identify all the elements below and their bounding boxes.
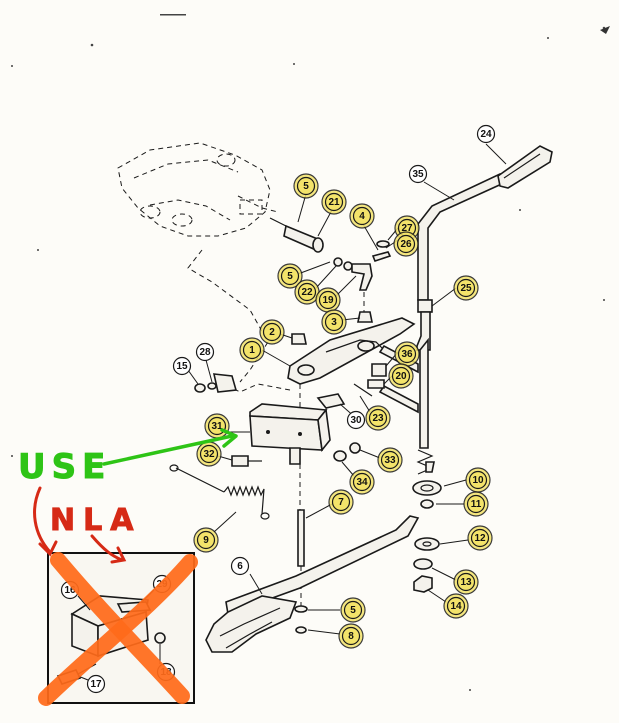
callout-number: 35 [412,169,424,180]
callout-3: 3 [321,309,347,335]
callout-number: 1 [249,345,255,356]
callout-number: 5 [350,605,356,616]
callout-number: 34 [356,477,368,488]
callout-7: 7 [328,489,354,515]
scan-specks [11,14,606,691]
callout-number: 7 [338,497,344,508]
callout-34: 34 [349,469,375,495]
nla-text: NLA [50,503,141,538]
callout-25: 25 [453,275,479,301]
callout-31: 31 [204,413,230,439]
nla-annotation: NLA [33,486,141,564]
callout-32: 32 [196,441,222,467]
callout-number: 30 [350,415,362,426]
callout-number: 28 [199,347,211,358]
callout-number: 25 [460,283,472,294]
callout-21: 21 [321,189,347,215]
callout-number: 16 [64,585,76,596]
red-arrow-right [90,534,124,562]
callout-number: 13 [460,577,472,588]
callout-23: 23 [365,405,391,431]
callout-number: 15 [176,361,188,372]
callout-number: 21 [328,197,340,208]
callout-30: 30 [346,410,366,430]
callout-number: 23 [372,413,384,424]
quadrant-plate [231,311,416,420]
callout-2: 2 [259,319,285,345]
use-annotation: USE [18,428,238,488]
callout-number: 26 [400,239,412,250]
callout-number: 8 [348,631,354,642]
cross-out-x [38,552,198,706]
callout-5: 5 [277,263,303,289]
callout-11: 11 [463,491,489,517]
callout-24: 24 [476,124,496,144]
callout-6: 6 [230,556,250,576]
callout-number: 31 [211,421,223,432]
callout-14: 14 [443,593,469,619]
callout-number: 20 [395,371,407,382]
callout-26: 26 [393,231,419,257]
green-arrow [102,434,234,466]
callout-number: 17 [90,679,102,690]
callout-number: 22 [301,287,313,298]
callout-number: 27 [401,223,413,234]
callout-number: 4 [359,211,365,222]
callout-number: 36 [401,349,413,360]
callout-28: 28 [195,342,215,362]
callout-number: 5 [287,271,293,282]
spring [169,464,270,520]
control-valve-outline [117,142,279,383]
callout-number: 2 [269,327,275,338]
callout-number: 9 [203,535,209,546]
link-hardware [269,217,392,320]
callout-12: 12 [467,525,493,551]
control-lever [378,145,553,475]
callout-number: 24 [480,129,492,140]
callout-number: 33 [384,455,396,466]
callout-22: 22 [294,279,320,305]
callout-number: 12 [474,533,486,544]
callout-5: 5 [293,173,319,199]
callout-33: 33 [377,447,403,473]
use-text: USE [18,447,111,487]
pedal-arm [205,515,420,653]
callout-number: 10 [472,475,484,486]
callout-number: 32 [203,449,215,460]
callout-17: 17 [86,674,106,694]
callout-35: 35 [408,164,428,184]
callout-19: 19 [315,287,341,313]
callout-36: 36 [394,341,420,367]
callout-number: 14 [450,601,462,612]
rod [297,509,305,606]
scan-mark [600,26,610,34]
callout-number: 5 [303,181,309,192]
red-arrow-left [33,486,52,554]
callout-number: 19 [322,295,334,306]
callout-number: 11 [471,499,482,510]
callout-number: 6 [237,561,243,572]
callout-13: 13 [453,569,479,595]
washer-stack [412,461,442,593]
mounting-bracket [194,373,361,510]
callout-15: 15 [172,356,192,376]
callout-9: 9 [193,527,219,553]
callout-5: 5 [340,597,366,623]
callout-8: 8 [338,623,364,649]
callout-number: 3 [331,317,337,328]
callout-20: 20 [388,363,414,389]
callout-10: 10 [465,467,491,493]
callout-1: 1 [239,337,265,363]
callout-4: 4 [349,203,375,229]
